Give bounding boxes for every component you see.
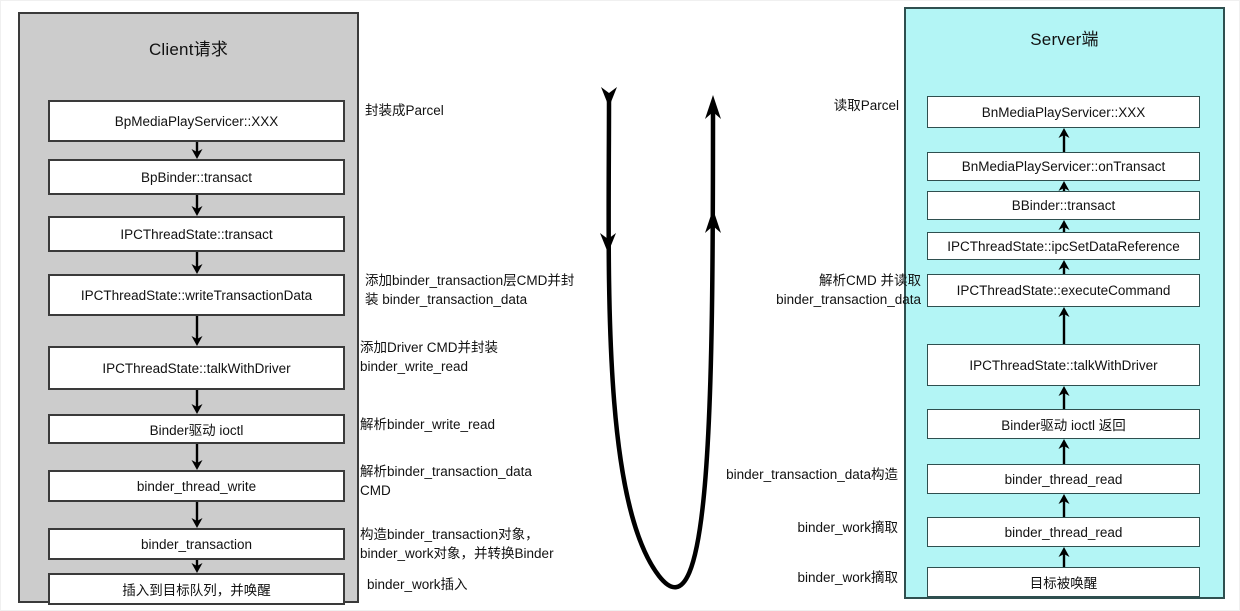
server-step-label: binder_thread_read [1004, 471, 1123, 487]
server-connector-2 [1058, 181, 1070, 191]
notes_right-2: 解析CMD 并读取 binder_transaction_data [776, 273, 921, 307]
client-step-4: IPCThreadState::writeTransactionData [48, 274, 345, 316]
server-step-4: IPCThreadState::ipcSetDataReference [927, 232, 1200, 260]
server-connector-4 [1058, 260, 1070, 274]
client-step-label: BpBinder::transact [140, 169, 253, 185]
server-step-7: Binder驱动 ioctl 返回 [927, 409, 1200, 439]
client-step-label: IPCThreadState::transact [120, 226, 273, 242]
server-step-10: 目标被唤醒 [927, 567, 1200, 597]
notes_right-3: binder_transaction_data构造 [726, 467, 898, 482]
client-panel-title: Client请求 [148, 40, 229, 59]
server-step-3: BBinder::transact [927, 191, 1200, 220]
client-step-label: IPCThreadState::writeTransactionData [80, 287, 313, 303]
server-step-1: BnMediaPlayServicer::XXX [927, 96, 1200, 128]
notes_right-5: binder_work摘取 [797, 570, 898, 585]
server-step-8: binder_thread_read [927, 464, 1200, 494]
server-connector-7 [1058, 439, 1070, 464]
server-connector-1 [1058, 128, 1070, 152]
server-step-6: IPCThreadState::talkWithDriver [927, 344, 1200, 386]
client-step-label: 插入到目标队列，并唤醒 [122, 583, 271, 598]
server-step-5: IPCThreadState::executeCommand [927, 274, 1200, 307]
server-step-label: IPCThreadState::executeCommand [956, 283, 1171, 298]
client-step-label: Binder驱动 ioctl [149, 423, 244, 438]
server-step-label: BnMediaPlayServicer::onTransact [961, 159, 1166, 174]
notes_left-1: 封装成Parcel [365, 103, 444, 118]
client-step-9: 插入到目标队列，并唤醒 [48, 573, 345, 605]
client-step-label: IPCThreadState::talkWithDriver [102, 360, 291, 376]
client-connector-5 [191, 390, 203, 414]
server-step-label: BBinder::transact [1011, 198, 1116, 213]
notes_left-4: 解析binder_write_read [360, 417, 496, 432]
client-step-6: Binder驱动 ioctl [48, 414, 345, 444]
server-step-label: BnMediaPlayServicer::XXX [981, 104, 1146, 120]
notes_left-6: 构造binder_transaction对象， binder_work对象，并转… [360, 527, 554, 561]
client-connector-2 [191, 195, 203, 216]
client-step-7: binder_thread_write [48, 470, 345, 502]
client-connector-6 [191, 444, 203, 470]
server-step-label: IPCThreadState::talkWithDriver [969, 357, 1158, 373]
server-step-label: 目标被唤醒 [1029, 576, 1098, 591]
client-connector-4 [191, 316, 203, 346]
server-panel-title: Server端 [1030, 30, 1099, 49]
notes_right-4: binder_work摘取 [797, 520, 898, 535]
client-step-label: binder_thread_write [136, 478, 257, 494]
server-step-label: IPCThreadState::ipcSetDataReference [947, 238, 1180, 254]
notes_left-2: 添加binder_transaction层CMD并封 装 binder_tran… [365, 273, 575, 307]
client-step-1: BpMediaPlayServicer::XXX [48, 100, 345, 142]
client-step-label: binder_transaction [140, 536, 253, 552]
server-connector-6 [1058, 386, 1070, 409]
client-connector-3 [191, 252, 203, 274]
request-response-flow-curve [600, 87, 721, 590]
server-connector-5 [1058, 307, 1070, 344]
client-connector-8 [191, 560, 203, 573]
server-step-label: binder_thread_read [1004, 524, 1123, 540]
client-step-8: binder_transaction [48, 528, 345, 560]
server-connector-8 [1058, 494, 1070, 517]
notes_left-7: binder_work插入 [367, 577, 468, 592]
client-connector-7 [191, 502, 203, 528]
client-step-3: IPCThreadState::transact [48, 216, 345, 252]
server-step-9: binder_thread_read [927, 517, 1200, 547]
notes_right-1: 读取Parcel [833, 98, 899, 113]
server-connector-3 [1058, 220, 1070, 232]
client-step-2: BpBinder::transact [48, 159, 345, 195]
server-step-2: BnMediaPlayServicer::onTransact [927, 152, 1200, 181]
client-step-label: BpMediaPlayServicer::XXX [114, 113, 279, 129]
server-connector-9 [1058, 547, 1070, 567]
notes_left-3: 添加Driver CMD并封装 binder_write_read [360, 340, 498, 374]
client-step-5: IPCThreadState::talkWithDriver [48, 346, 345, 390]
server-step-label: Binder驱动 ioctl 返回 [1001, 418, 1126, 433]
notes_left-5: 解析binder_transaction_data CMD [360, 464, 532, 498]
client-connector-1 [191, 142, 203, 159]
